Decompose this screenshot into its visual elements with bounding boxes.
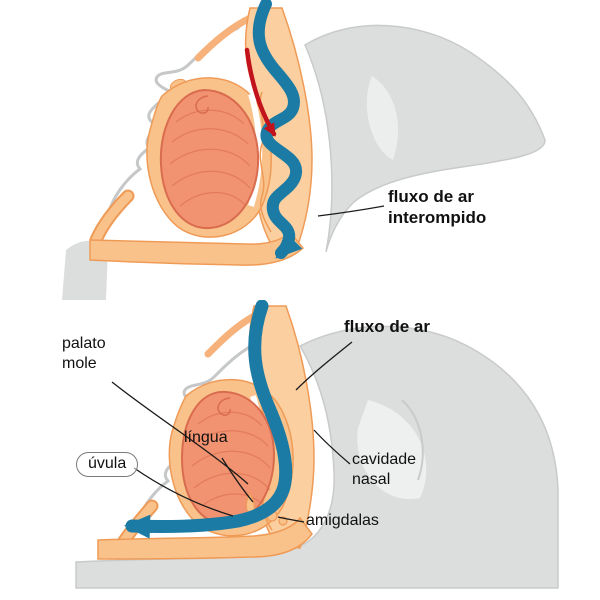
label-fluxo-de-ar: fluxo de ar (344, 317, 430, 336)
ear-shape (357, 400, 427, 500)
throat-tissue-band (89, 230, 305, 266)
blocked-airflow-arrow (252, 0, 303, 259)
pointer-lines (111, 341, 353, 523)
ear-shape (366, 76, 399, 160)
label-airflow-interrupted: fluxo de ar interompido (388, 186, 486, 228)
pointer-line-fluxo-de-ar (295, 341, 353, 391)
pointer-line-lingua (221, 457, 254, 503)
label-cavidade-nasal: cavidade nasal (352, 450, 416, 490)
pointer-line-airflow-interrupted (317, 205, 385, 217)
label-airflow-interrupted-line2: interompido (388, 208, 487, 227)
label-airflow-interrupted-line1: fluxo de ar (388, 187, 474, 206)
panel-apnea: fluxo de ar interompido (62, 0, 546, 300)
label-lingua: língua (184, 429, 228, 446)
head-silhouette (75, 325, 559, 589)
pointer-line-palato-mole (111, 381, 249, 485)
label-palato-mole: palato mole (62, 334, 106, 374)
collapse-direction-arrow (244, 47, 277, 137)
label-palato-mole-line1: palato (62, 335, 106, 352)
label-cavidade-nasal-line2: nasal (352, 471, 391, 488)
label-cavidade-nasal-line1: cavidade (352, 451, 417, 468)
chin-tissue (89, 189, 135, 247)
label-uvula: úvula (76, 452, 139, 477)
normal-breathing-illustration (75, 300, 559, 589)
pointer-line-amigdalas (277, 516, 305, 523)
tongue-shape (180, 390, 276, 526)
pointer-line-uvula (133, 467, 234, 517)
panel-normal: fluxo de ar palato mole língua cavidade … (0, 300, 600, 600)
soft-palate-edge (259, 91, 272, 233)
throat-tissue-band (97, 516, 313, 560)
label-amigdalas: amigdalas (306, 512, 379, 529)
airflow-arrow (124, 300, 293, 539)
label-palato-mole-line2: mole (62, 355, 97, 372)
pointer-line-cavidade-nasal (313, 429, 351, 465)
airway-gap (248, 93, 263, 207)
apnea-illustration (62, 0, 546, 300)
label-uvula-container: úvula (76, 452, 139, 477)
face-profile-line (95, 26, 240, 250)
tongue-shape (159, 88, 260, 230)
